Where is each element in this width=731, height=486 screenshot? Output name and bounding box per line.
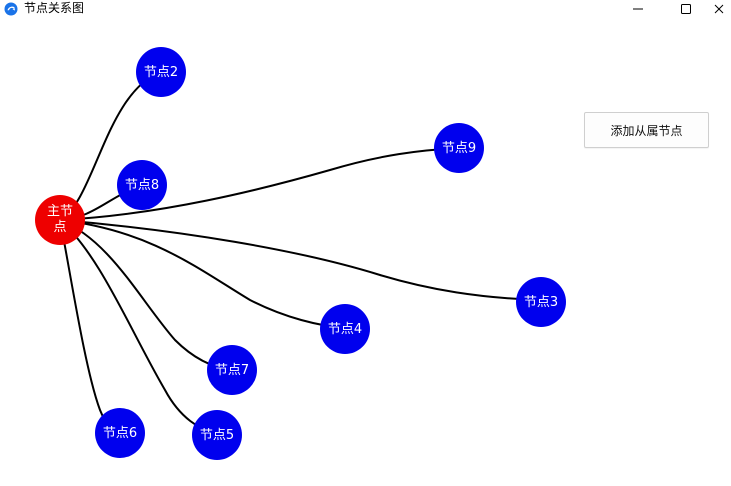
node-label: 节点4 <box>328 322 362 337</box>
node-label: 节点9 <box>442 141 476 156</box>
window-title: 节点关系图 <box>24 1 85 15</box>
maximize-icon <box>681 4 691 14</box>
node-4[interactable]: 节点4 <box>320 304 370 354</box>
node-label: 节点8 <box>125 178 159 193</box>
node-label: 节点7 <box>215 363 249 378</box>
node-label: 节点5 <box>200 428 234 443</box>
edge-main-node3 <box>59 219 541 301</box>
close-icon <box>714 4 723 14</box>
node-8[interactable]: 节点8 <box>117 160 167 210</box>
node-6[interactable]: 节点6 <box>95 408 145 458</box>
minimize-icon <box>633 8 643 10</box>
node-9[interactable]: 节点9 <box>434 123 484 173</box>
edge-main-node4 <box>59 219 346 329</box>
edge-main-node6 <box>59 219 121 433</box>
add-child-node-button[interactable]: 添加从属节点 <box>584 112 709 148</box>
main-node-label-line1: 主节 <box>47 204 73 219</box>
main-node[interactable]: 主节 点 <box>35 195 85 245</box>
minimize-button[interactable] <box>618 0 658 18</box>
node-5[interactable]: 节点5 <box>192 410 242 460</box>
node-7[interactable]: 节点7 <box>207 345 257 395</box>
title-bar: 节点关系图 <box>0 0 731 18</box>
main-node-label-line2: 点 <box>53 220 66 235</box>
node-label: 节点3 <box>524 295 558 310</box>
node-3[interactable]: 节点3 <box>516 277 566 327</box>
node-label: 节点2 <box>144 65 178 80</box>
node-label: 节点6 <box>103 426 137 441</box>
node-2[interactable]: 节点2 <box>136 47 186 97</box>
maximize-button[interactable] <box>666 0 706 18</box>
edge-main-node5 <box>59 219 218 435</box>
app-icon <box>4 2 18 16</box>
edge-main-node9 <box>59 147 461 221</box>
close-button[interactable] <box>706 0 731 18</box>
